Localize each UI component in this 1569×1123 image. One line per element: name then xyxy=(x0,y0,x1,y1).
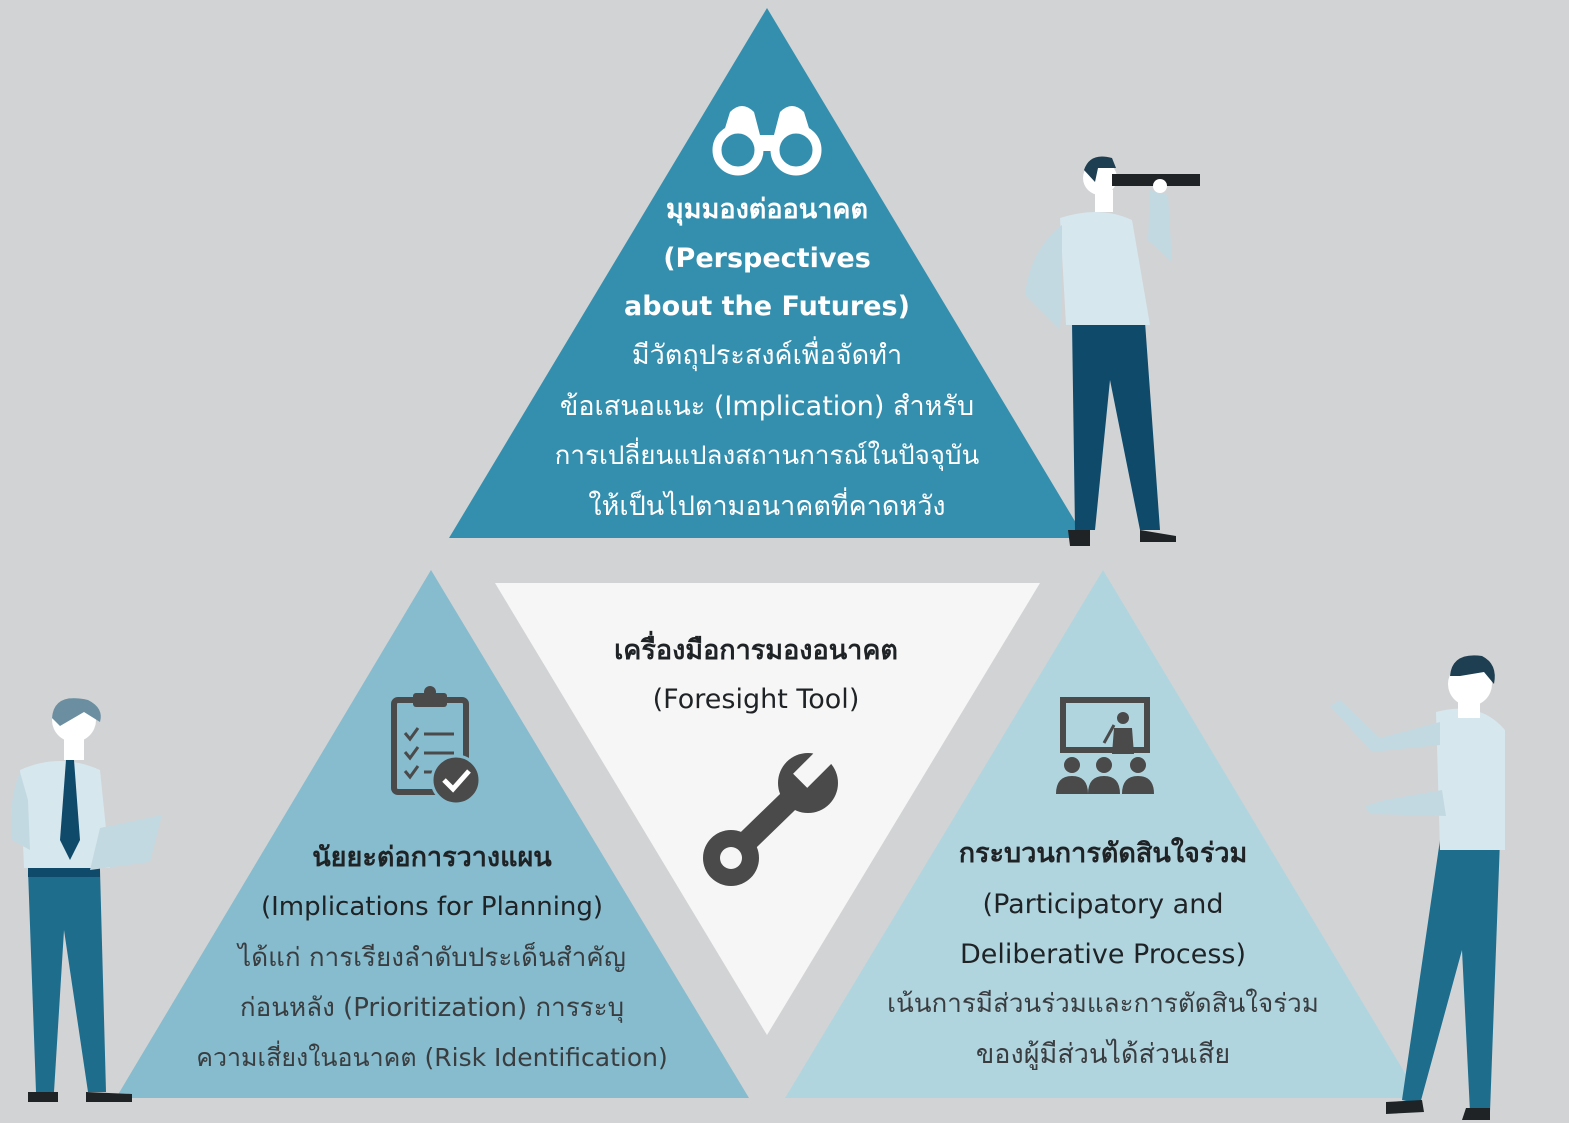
left-desc-line1: ได้แก่ การเรียงลำดับประเด็นสำคัญ xyxy=(238,943,626,973)
clipboard-checklist-icon xyxy=(391,686,482,806)
center-title-thai: เครื่องมือการมองอนาคต xyxy=(614,635,898,666)
left-desc-line2: ก่อนหลัง (Prioritization) การระบุ xyxy=(239,993,625,1023)
left-title-thai: นัยยะต่อการวางแผน xyxy=(312,842,552,873)
wrench-icon xyxy=(703,744,838,886)
top-desc-line2: ข้อเสนอแนะ (Implication) สำหรับ xyxy=(559,391,975,422)
top-title-english-line1: (Perspectives xyxy=(663,243,871,274)
left-triangle xyxy=(116,570,749,1098)
person-with-tablet xyxy=(11,698,162,1102)
left-desc-line3: ความเสี่ยงในอนาคต (Risk Identification) xyxy=(196,1043,668,1072)
right-title-english-line1: (Participatory and xyxy=(982,889,1224,920)
right-desc-line1: เน้นการมีส่วนร่วมและการตัดสินใจร่วม xyxy=(887,989,1319,1019)
right-triangle xyxy=(785,570,1420,1098)
presentation-audience-icon xyxy=(1056,697,1154,794)
top-desc-line4: ให้เป็นไปตามอนาคตที่คาดหวัง xyxy=(588,491,946,522)
top-desc-line1: มีวัตถุประสงค์เพื่อจัดทำ xyxy=(631,340,903,371)
right-title-english-line2: Deliberative Process) xyxy=(959,939,1247,970)
right-title-thai: กระบวนการตัดสินใจร่วม xyxy=(958,838,1248,869)
top-title-thai: มุมมองต่ออนาคต xyxy=(666,194,868,225)
top-title-english-line2: about the Futures) xyxy=(624,291,910,322)
right-desc-line2: ของผู้มีส่วนได้ส่วนเสีย xyxy=(975,1039,1231,1070)
center-title-english: (Foresight Tool) xyxy=(652,684,860,715)
binoculars-icon xyxy=(712,106,822,176)
top-triangle xyxy=(449,8,1085,538)
top-desc-line3: การเปลี่ยนแปลงสถานการณ์ในปัจจุบัน xyxy=(554,441,980,471)
person-gesturing xyxy=(1330,655,1505,1120)
person-with-telescope xyxy=(1025,156,1200,546)
left-title-english: (Implications for Planning) xyxy=(260,892,604,922)
